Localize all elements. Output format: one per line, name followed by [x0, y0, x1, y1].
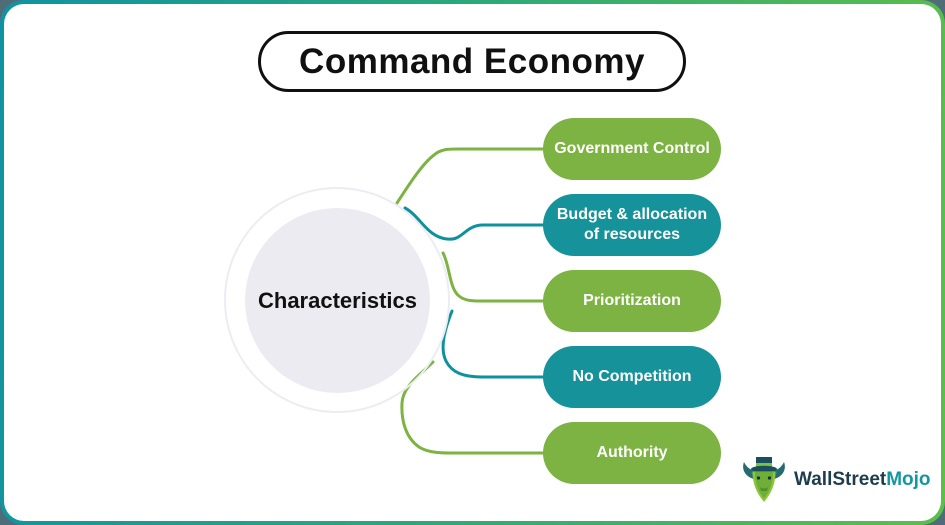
characteristic-label: Prioritization [583, 292, 681, 309]
characteristic-label: Authority [596, 444, 668, 461]
wallstreetmojo-logo: WallStreetMojo [740, 454, 931, 506]
characteristic-pill: No Competition [543, 346, 721, 408]
logo-wordmark: WallStreetMojo [794, 469, 931, 491]
connector-line [395, 147, 545, 205]
title-box: Command Economy [258, 31, 686, 92]
characteristic-label: Budget & allocation of resources [556, 206, 708, 243]
characteristic-label: No Competition [572, 368, 692, 385]
characteristic-pill: Budget & allocation of resources [543, 194, 721, 256]
logo-text-mojo: Mojo [886, 469, 931, 490]
connector-line [441, 309, 545, 379]
characteristics-label: Characteristics [258, 287, 417, 313]
logo-text-wallstreet: WallStreet [794, 469, 887, 490]
connector-line [441, 251, 545, 303]
characteristic-pill: Government Control [543, 118, 721, 180]
page-title: Command Economy [299, 41, 645, 81]
characteristic-pill: Prioritization [543, 270, 721, 332]
circle-outer-ring [224, 187, 450, 413]
connector-line [403, 206, 545, 241]
characteristic-pill: Authority [543, 422, 721, 484]
characteristics-circle: Characteristics [245, 208, 430, 393]
characteristic-label: Government Control [554, 140, 710, 157]
bull-mascot-icon [743, 457, 785, 502]
